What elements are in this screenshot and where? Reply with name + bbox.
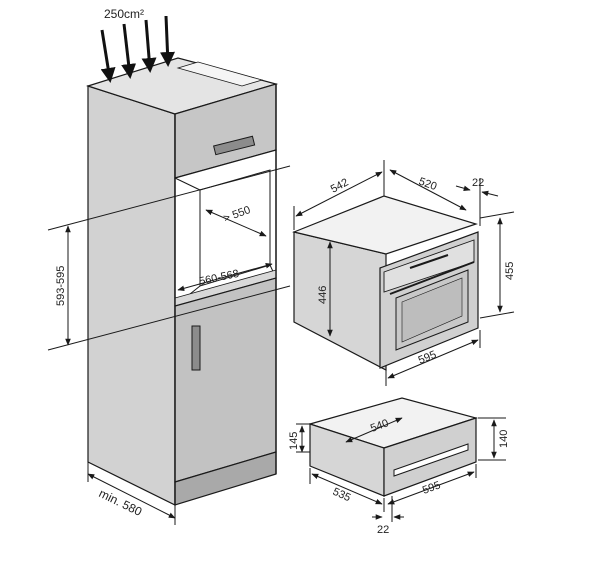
cabinet-depth-label: min. 580 xyxy=(97,486,145,519)
oven-depth-label: 542 xyxy=(329,176,351,195)
drawer-body-height-dimension xyxy=(296,423,310,453)
drawer-front-depth-dimension xyxy=(372,496,404,522)
niche-width-dimension xyxy=(177,262,273,292)
drawer-depth-label: 535 xyxy=(331,486,353,504)
built-in-oven xyxy=(292,195,479,371)
cabinet-upper-handle xyxy=(213,135,256,156)
cabinet-lower-door xyxy=(174,277,277,483)
drawer-front-height-label: 140 xyxy=(498,430,510,448)
drawer-depth-dimension xyxy=(309,468,385,512)
airflow-label: 250cm² xyxy=(104,7,144,21)
oven-body-height-label: 446 xyxy=(317,286,329,304)
oven-front-height-label: 455 xyxy=(504,262,516,280)
drawer-front-depth-label: 22 xyxy=(377,524,389,536)
oven-door-handle xyxy=(389,261,475,295)
niche-height-label: 593-595 xyxy=(55,266,67,306)
drawer-front-height-dimension xyxy=(478,417,506,461)
oven-front-width-dimension xyxy=(385,330,481,386)
tall-cabinet xyxy=(86,57,279,506)
airflow-arrows xyxy=(100,15,175,83)
cabinet-side-panel xyxy=(87,85,176,506)
oven-depth-dimension xyxy=(293,160,385,230)
oven-width-dimension xyxy=(389,169,467,211)
drawer-width-dimension xyxy=(345,417,403,443)
oven-front-height-dimension xyxy=(479,211,515,319)
oven-side-panel xyxy=(293,231,387,371)
drawer-front-width-dimension xyxy=(387,464,477,505)
oven-front-depth-label: 22 xyxy=(472,177,484,189)
warming-drawer xyxy=(307,397,479,497)
drawer-width-label: 540 xyxy=(369,417,390,435)
cabinet-lower-handle xyxy=(191,325,201,371)
niche-depth-dimension xyxy=(205,209,267,237)
cabinet-depth-dimension xyxy=(87,462,176,525)
niche-height-dimension xyxy=(47,165,291,351)
oven-width-label: 520 xyxy=(417,176,438,194)
drawer-body-height-label: 145 xyxy=(288,432,300,450)
drawer-front-width-label: 595 xyxy=(421,479,442,497)
